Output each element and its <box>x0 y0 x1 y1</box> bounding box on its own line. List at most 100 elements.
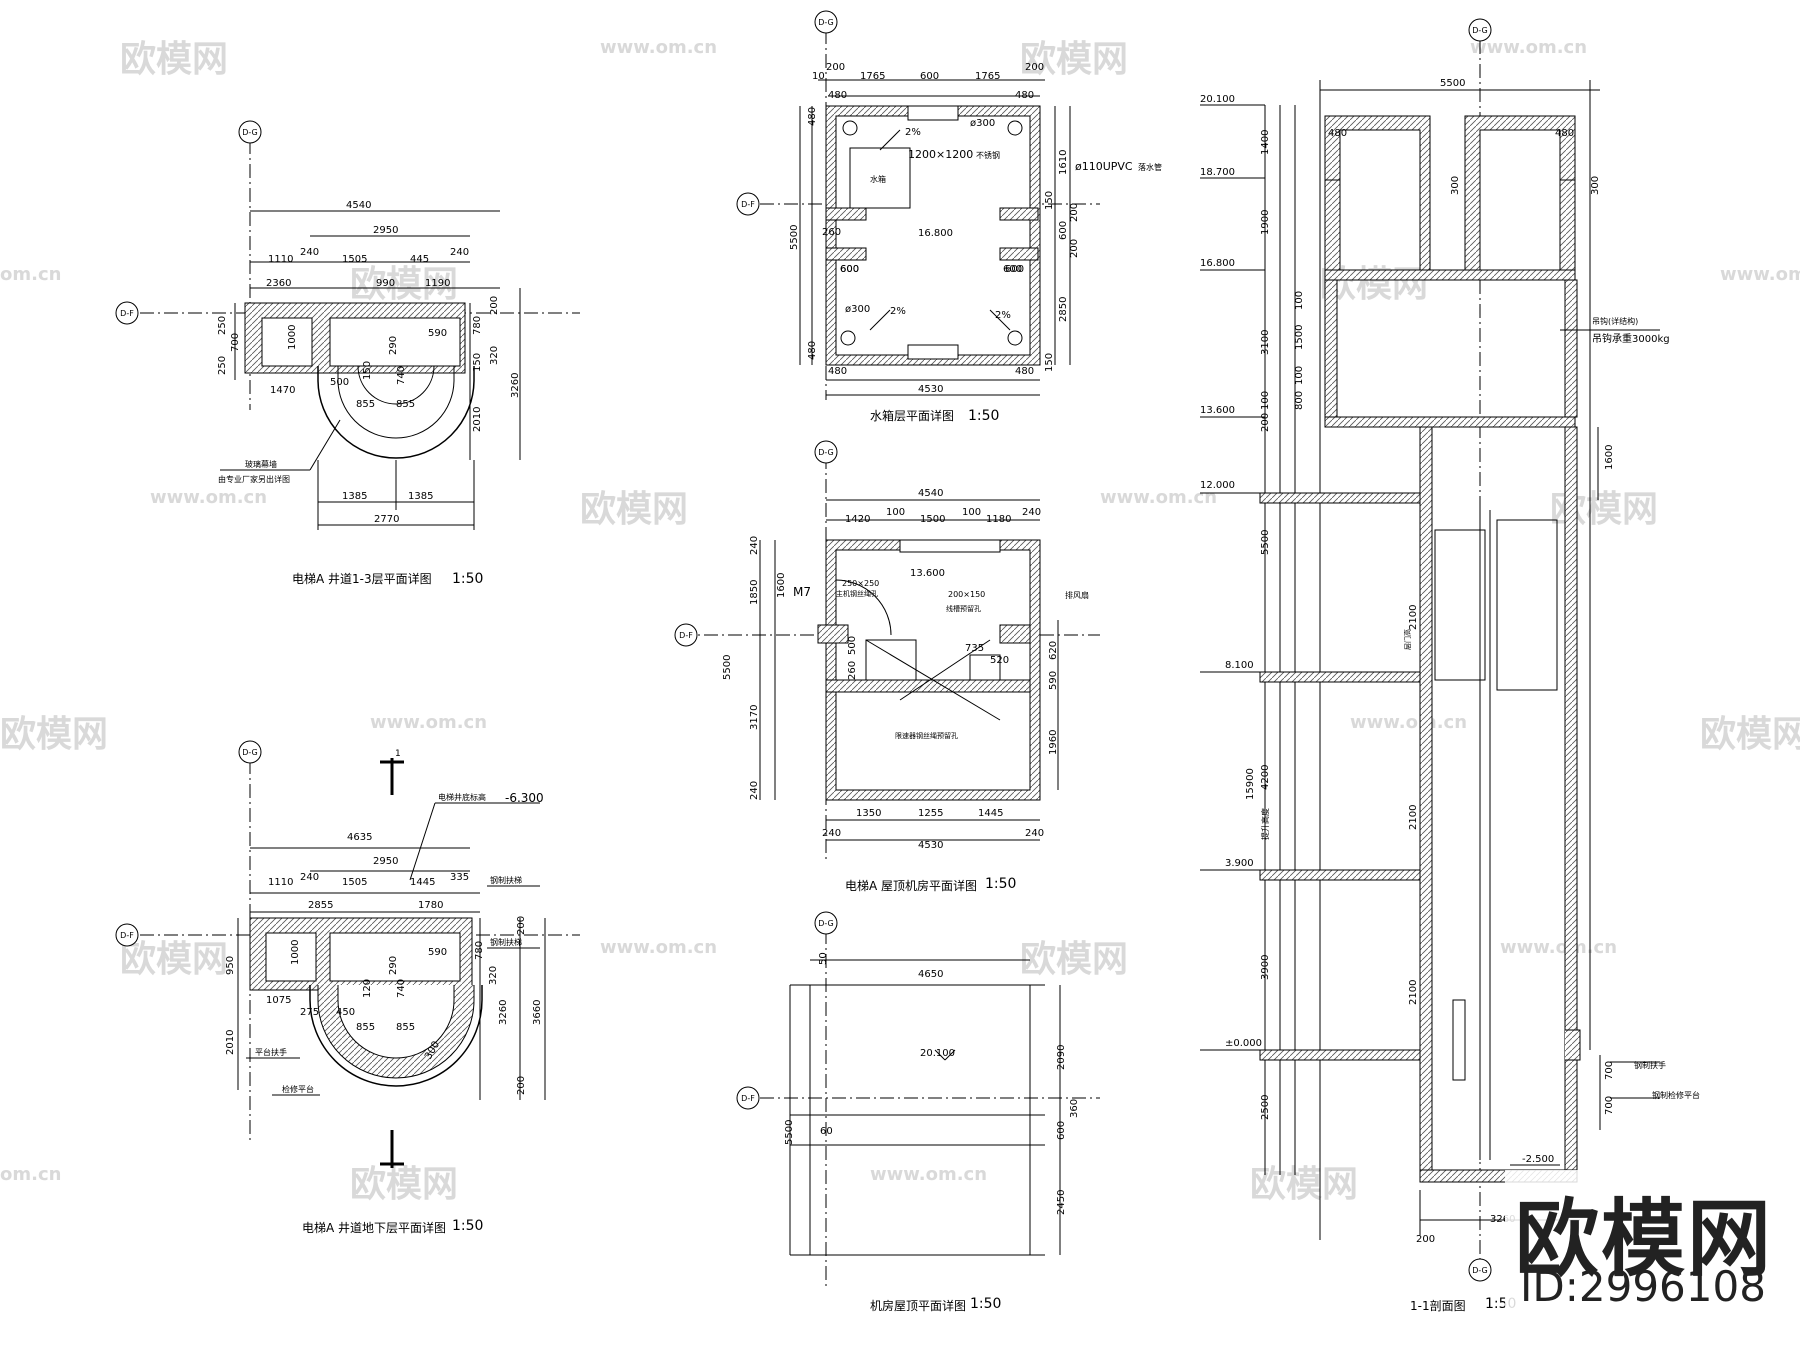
roof-dim-3: 5500 <box>784 1120 795 1145</box>
tank-label-9: 2% <box>890 306 906 317</box>
tank-label-8: ø300 <box>845 304 870 315</box>
section-dim-left-9: 2500 <box>1260 1095 1271 1120</box>
watermark-text: 欧模网 <box>120 939 228 980</box>
tank-label-6: 落水管 <box>1138 162 1162 172</box>
machine-dim-bottom-4: 240 <box>1025 828 1044 839</box>
tank-label-12: 600 <box>1003 264 1022 275</box>
plan-a-note-1: 由专业厂家另出详图 <box>218 474 290 484</box>
plan-b-note-5: 检修平台 <box>282 1084 314 1094</box>
watermark-text: www.om.cn <box>1350 712 1467 733</box>
plan-a-dim-top-4: 1505 <box>342 254 367 265</box>
roof-dim-7: 50 <box>818 952 829 965</box>
machine-label-4: 200×150 <box>948 590 985 599</box>
section-dim-left-0: 1400 <box>1260 130 1271 155</box>
plan-a-dim-top-8: 990 <box>376 278 395 289</box>
machine-dim-top-4: 100 <box>962 507 981 518</box>
machine-dim-top-2: 100 <box>886 507 905 518</box>
tank-dim-bottom-1: 480 <box>1015 366 1034 377</box>
tank-dim-top-2: 600 <box>920 71 939 82</box>
machine-dim-bottom-3: 1445 <box>978 808 1003 819</box>
watermark-text: www.om.cn <box>1500 937 1617 958</box>
section-dim-bottom-0: 200 <box>1416 1234 1435 1245</box>
plan-b-note-4: 平台扶手 <box>255 1047 287 1057</box>
tank-dim-top-0: 200 <box>826 62 845 73</box>
plan-b-dim-inner-0: 1000 <box>290 940 301 965</box>
plan-a-dim-top-5: 445 <box>410 254 429 265</box>
plan-a-dim-inner-7: 500 <box>330 377 349 388</box>
section-dim-left-2: 3100 <box>1260 330 1271 355</box>
machine-dim-right-2: 1960 <box>1048 730 1059 755</box>
section-dim-right-2: 700 <box>1604 1096 1615 1115</box>
plan-b-dim-top-7: 2855 <box>308 900 333 911</box>
section-dim-mid-4: 2100 <box>1408 605 1419 630</box>
section-level-6: 3.900 <box>1225 858 1254 869</box>
tank-dim-top-3: 1765 <box>975 71 1000 82</box>
plan-b-dim-top-2: 1110 <box>268 877 293 888</box>
plan-b-note-3: 钢制扶梯 <box>490 937 522 947</box>
axis-bubble-label: D-G <box>1472 26 1488 35</box>
plan-b-dim-inner-5: 320 <box>488 966 499 985</box>
plan-a-dim-inner-4: 740 <box>396 366 407 385</box>
roof-dim-4: 360 <box>1069 1099 1080 1118</box>
tank-dim-top-4: 200 <box>1025 62 1044 73</box>
watermark-text: om.cn <box>0 1164 61 1185</box>
caption-plan-b-scale: 1:50 <box>452 1218 483 1234</box>
roof-plan-drawing <box>760 930 1100 1290</box>
machine-dim-bottom-1: 1350 <box>856 808 881 819</box>
plan-a-dim-bottom-0: 1385 <box>342 491 367 502</box>
plan-a-dim-inner-2: 290 <box>388 336 399 355</box>
section-dim-mid-0: 100 <box>1294 291 1305 310</box>
tank-dim-left-2: 260 <box>822 227 841 238</box>
plan-b-note-2: 钢制扶梯 <box>490 875 522 885</box>
tank-dim-left-0: 480 <box>807 107 818 126</box>
plan-a-dim-inner-5: 780 <box>472 316 483 335</box>
roof-dim-0: 4650 <box>918 969 943 980</box>
section-dim-left-3: 200 <box>1260 413 1271 432</box>
plan-b-dim-inner-2: 290 <box>388 956 399 975</box>
section-dim-left-8: 3900 <box>1260 955 1271 980</box>
plan-a-dim-bottom-1: 1385 <box>408 491 433 502</box>
plan-b-dim-inner-9: 855 <box>356 1022 375 1033</box>
section-dim-left-7: 4200 <box>1260 765 1271 790</box>
section-dim-left-5: 5500 <box>1260 530 1271 555</box>
plan-b-dim-top-3: 240 <box>300 872 319 883</box>
axis-bubble-label: D-G <box>818 919 834 928</box>
axis-bubble-label: D-F <box>741 200 755 209</box>
plan-b-dim-top-1: 2950 <box>373 856 398 867</box>
axis-bubble-label: D-G <box>242 748 258 757</box>
watermark-text: www.om.cn <box>370 712 487 733</box>
section-note-3: 钢制检修平台 <box>1652 1090 1700 1100</box>
plan-a-dim-left-2: 250 <box>217 356 228 375</box>
axis-bubble <box>736 192 760 216</box>
axis-bubble <box>814 440 838 464</box>
plan-b-dim-top-0: 4635 <box>347 832 372 843</box>
axis-bubble <box>736 1086 760 1110</box>
plan-a-dim-inner-6: 320 <box>489 346 500 365</box>
section-level-1: 18.700 <box>1200 167 1235 178</box>
watermark-layer: 欧模网 www.om.cn 欧模网 www.om.cn 欧模网 om.cn www.om.c… <box>0 37 1800 1205</box>
section-dim-top-4: 300 <box>1590 176 1601 195</box>
axis-bubble-label: D-G <box>818 448 834 457</box>
watermark-text: 欧模网 <box>120 39 228 80</box>
machine-label-11: 排风扇 <box>1065 590 1089 600</box>
machine-room-drawing <box>680 455 1100 860</box>
section-note-2: 钢制扶手 <box>1634 1060 1666 1070</box>
roof-dim-2: 2090 <box>1056 1045 1067 1070</box>
caption-section: 1-1剖面图 <box>1410 1299 1466 1313</box>
plan-b-dim-left-1: 2010 <box>225 1030 236 1055</box>
section-level-0: 20.100 <box>1200 94 1235 105</box>
section-dim-mid-5: 2100 <box>1408 805 1419 830</box>
plan-a-dim-top-6: 240 <box>450 247 469 258</box>
tank-label-3: 不锈钢 <box>976 150 1000 160</box>
roof-dim-6: 2450 <box>1056 1190 1067 1215</box>
watermark-text: 欧模网 <box>350 1164 458 1205</box>
axis-bubble-label: D-F <box>741 1094 755 1103</box>
plan-b-dim-right-3: 3660 <box>532 1000 543 1025</box>
watermark-text: 欧模网 <box>1020 39 1128 80</box>
plan-b-dim-top-6: 335 <box>450 872 469 883</box>
tank-label-0: 2% <box>905 127 921 138</box>
watermark-text: www.om.cn <box>1100 487 1217 508</box>
section-dim-top-0: 5500 <box>1440 78 1465 89</box>
section-level-3: 13.600 <box>1200 405 1235 416</box>
